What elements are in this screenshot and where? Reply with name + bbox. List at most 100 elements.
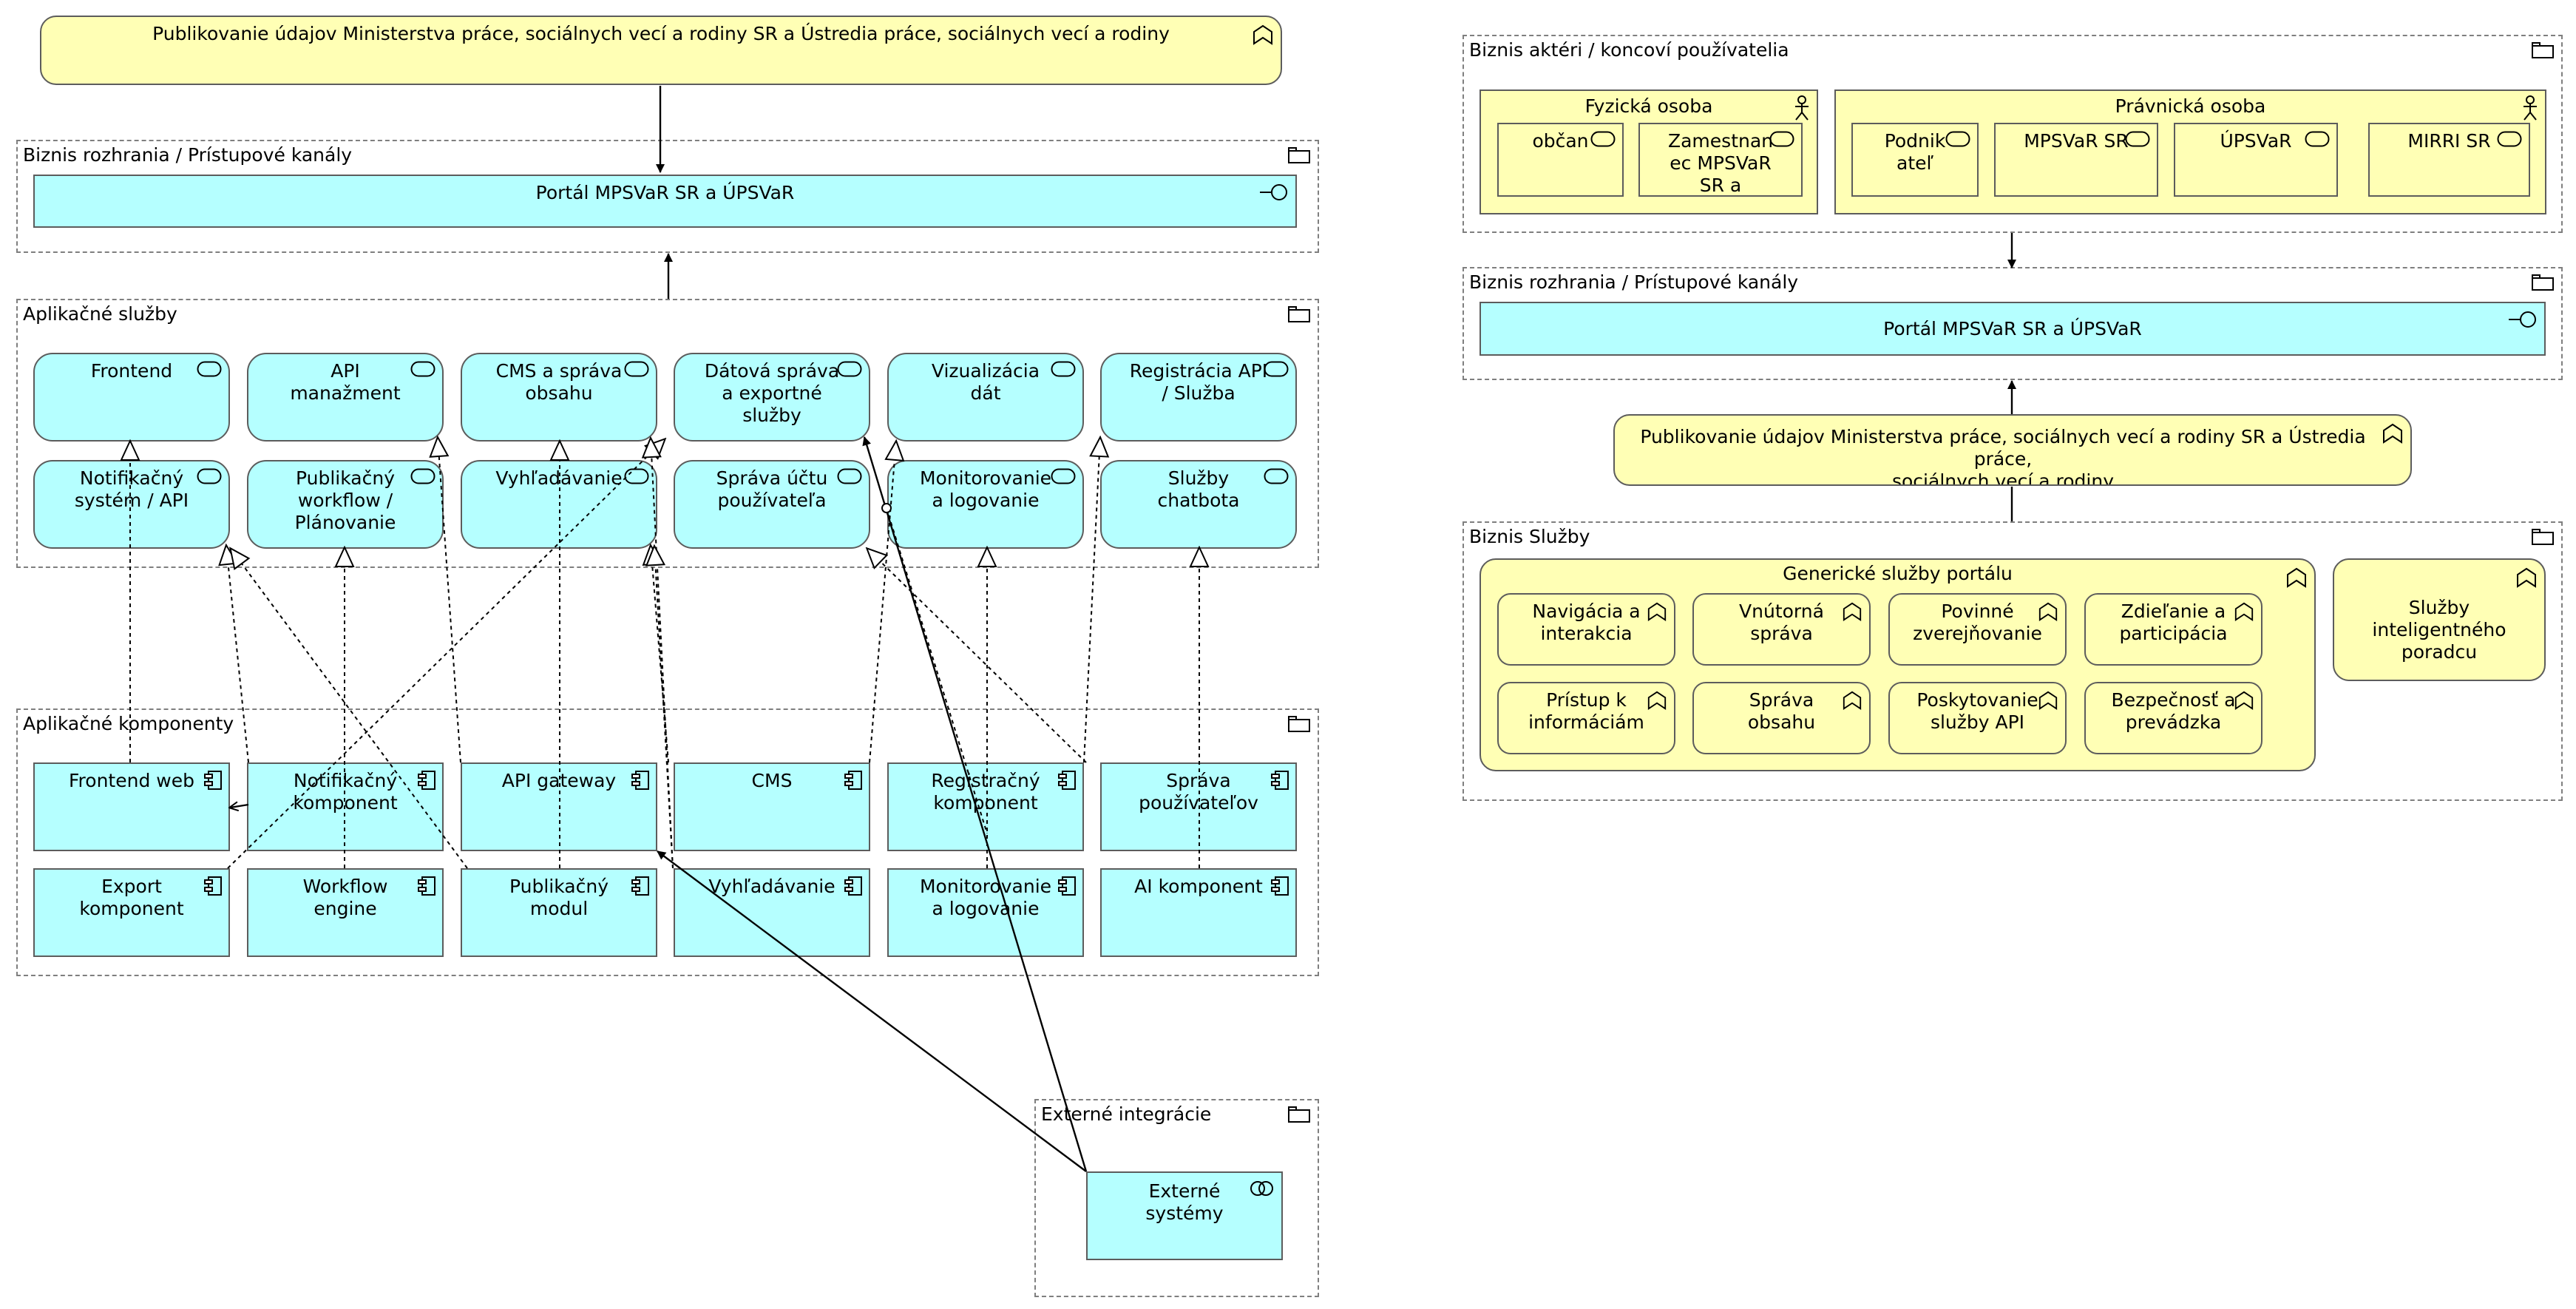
service-icon: [1945, 131, 1970, 147]
top-process-function[interactable]: Publikovanie údajov Ministerstva práce, …: [40, 16, 1282, 85]
app-service-label: Publikačný workflow / Plánovanie: [294, 467, 396, 533]
business-service[interactable]: Vnútorná správa: [1692, 593, 1871, 666]
app-component[interactable]: Vyhľadávanie: [674, 868, 870, 957]
component-icon: [844, 771, 862, 790]
left-interfaces-group[interactable]: Biznis rozhrania / Prístupové kanály: [16, 140, 1319, 253]
business-function-icon: [2234, 602, 2254, 621]
business-function-icon: [2038, 691, 2058, 710]
business-services-group[interactable]: Biznis Služby: [1462, 521, 2563, 801]
app-component[interactable]: Publikačný modul: [461, 868, 657, 957]
app-component[interactable]: API gateway: [461, 762, 657, 851]
app-component[interactable]: CMS: [674, 762, 870, 851]
business-function-icon: [1253, 24, 1272, 45]
business-service[interactable]: Bezpečnosť a prevádzka: [2084, 682, 2263, 754]
service-icon: [837, 468, 862, 484]
app-component[interactable]: Monitorovanie a logovanie: [887, 868, 1084, 957]
business-service-label: Prístup k informáciám: [1528, 689, 1644, 733]
service-icon: [837, 361, 862, 377]
app-service[interactable]: Dátová správa a exportné služby: [674, 353, 870, 442]
business-service-label: Navigácia a interakcia: [1532, 601, 1641, 644]
app-component[interactable]: Registračný komponent: [887, 762, 1084, 851]
group-label: Externé integrácie: [1041, 1103, 1212, 1125]
business-service[interactable]: Povinné zverejňovanie: [1888, 593, 2067, 666]
app-component-label: Frontend web: [69, 770, 194, 791]
role[interactable]: MIRRI SR: [2368, 123, 2530, 197]
role[interactable]: ÚPSVaR: [2174, 123, 2338, 197]
app-service[interactable]: Publikačný workflow / Plánovanie: [247, 460, 444, 549]
role-label: MPSVaR SR: [2024, 130, 2129, 152]
business-service-label: Vnútorná správa: [1739, 601, 1824, 644]
folder-icon: [1288, 1106, 1310, 1123]
app-component-label: Notifikačný komponent: [293, 770, 398, 814]
business-service[interactable]: Zdieľanie a participácia: [2084, 593, 2263, 666]
actor-icon: [2524, 95, 2537, 121]
legal-person-label: Právnická osoba: [2115, 95, 2266, 117]
app-component[interactable]: Frontend web: [33, 762, 230, 851]
app-service[interactable]: API manažment: [247, 353, 444, 442]
role-label: občan: [1532, 130, 1589, 152]
external-label: Externé systémy: [1145, 1180, 1224, 1224]
app-component[interactable]: Správa používateľov: [1100, 762, 1297, 851]
business-service-label: Zdieľanie a participácia: [2119, 601, 2228, 644]
app-service[interactable]: CMS a správa obsahu: [461, 353, 657, 442]
role[interactable]: Zamestnan ec MPSVaR SR a: [1638, 123, 1803, 197]
component-icon: [1271, 876, 1289, 896]
app-service[interactable]: Vyhľadávanie: [461, 460, 657, 549]
business-service[interactable]: Navigácia a interakcia: [1497, 593, 1675, 666]
role-label: Zamestnan ec MPSVaR SR a: [1667, 130, 1774, 196]
role[interactable]: MPSVaR SR: [1994, 123, 2158, 197]
app-component[interactable]: Export komponent: [33, 868, 230, 957]
business-function-icon: [2287, 567, 2306, 588]
left-portal-interface[interactable]: Portál MPSVaR SR a ÚPSVaR: [33, 175, 1297, 228]
app-service[interactable]: Registrácia API / Služba: [1100, 353, 1297, 442]
app-component-label: Monitorovanie a logovanie: [919, 876, 1052, 919]
business-service[interactable]: Správa obsahu: [1692, 682, 1871, 754]
process-label: Publikovanie údajov Ministerstva práce, …: [1640, 426, 2366, 486]
advisor-services-function[interactable]: Služby inteligentného poradcu: [2333, 558, 2546, 681]
app-component-label: Workflow engine: [302, 876, 388, 919]
right-process-function[interactable]: Publikovanie údajov Ministerstva práce, …: [1613, 414, 2412, 486]
business-service[interactable]: Poskytovanie služby API: [1888, 682, 2067, 754]
app-component-label: AI komponent: [1134, 876, 1263, 897]
business-service-label: Povinné zverejňovanie: [1913, 601, 2042, 644]
right-actors-group[interactable]: Biznis aktéri / koncoví používatelia: [1462, 35, 2563, 233]
service-icon: [197, 468, 222, 484]
role[interactable]: občan: [1497, 123, 1624, 197]
group-label: Biznis Služby: [1469, 526, 1590, 547]
app-service[interactable]: Správa účtu používateľa: [674, 460, 870, 549]
interface-icon: [1260, 184, 1287, 200]
service-icon: [410, 361, 435, 377]
app-component-label: Publikačný modul: [509, 876, 609, 919]
right-portal-interface[interactable]: Portál MPSVaR SR a ÚPSVaR: [1479, 302, 2546, 356]
business-service[interactable]: Prístup k informáciám: [1497, 682, 1675, 754]
group-label: Biznis rozhrania / Prístupové kanály: [23, 144, 353, 166]
app-service[interactable]: Frontend: [33, 353, 230, 442]
app-service[interactable]: Vizualizácia dát: [887, 353, 1084, 442]
app-service[interactable]: Služby chatbota: [1100, 460, 1297, 549]
business-service-label: Poskytovanie služby API: [1916, 689, 2038, 733]
app-service[interactable]: Notifikačný systém / API: [33, 460, 230, 549]
app-component-label: Registračný komponent: [931, 770, 1040, 814]
app-service-label: CMS a správa obsahu: [495, 360, 623, 404]
external-systems-box[interactable]: Externé systémy: [1086, 1171, 1283, 1260]
component-icon: [418, 771, 435, 790]
service-icon: [1264, 468, 1289, 484]
business-function-icon: [2038, 602, 2058, 621]
role[interactable]: Podnik ateľ: [1851, 123, 1979, 197]
service-icon: [2497, 131, 2522, 147]
component-icon: [631, 876, 649, 896]
app-component[interactable]: Workflow engine: [247, 868, 444, 957]
advisor-label: Služby inteligentného poradcu: [2372, 597, 2506, 663]
service-icon: [1264, 361, 1289, 377]
app-component[interactable]: AI komponent: [1100, 868, 1297, 957]
app-component[interactable]: Notifikačný komponent: [247, 762, 444, 851]
service-icon: [1051, 468, 1076, 484]
service-icon: [2125, 131, 2150, 147]
component-icon: [1058, 771, 1076, 790]
component-icon: [1271, 771, 1289, 790]
folder-icon: [2532, 274, 2554, 291]
group-label: Biznis rozhrania / Prístupové kanály: [1469, 271, 1799, 293]
service-icon: [1769, 131, 1794, 147]
app-service-label: Správa účtu používateľa: [716, 467, 828, 511]
app-service[interactable]: Monitorovanie a logovanie: [887, 460, 1084, 549]
